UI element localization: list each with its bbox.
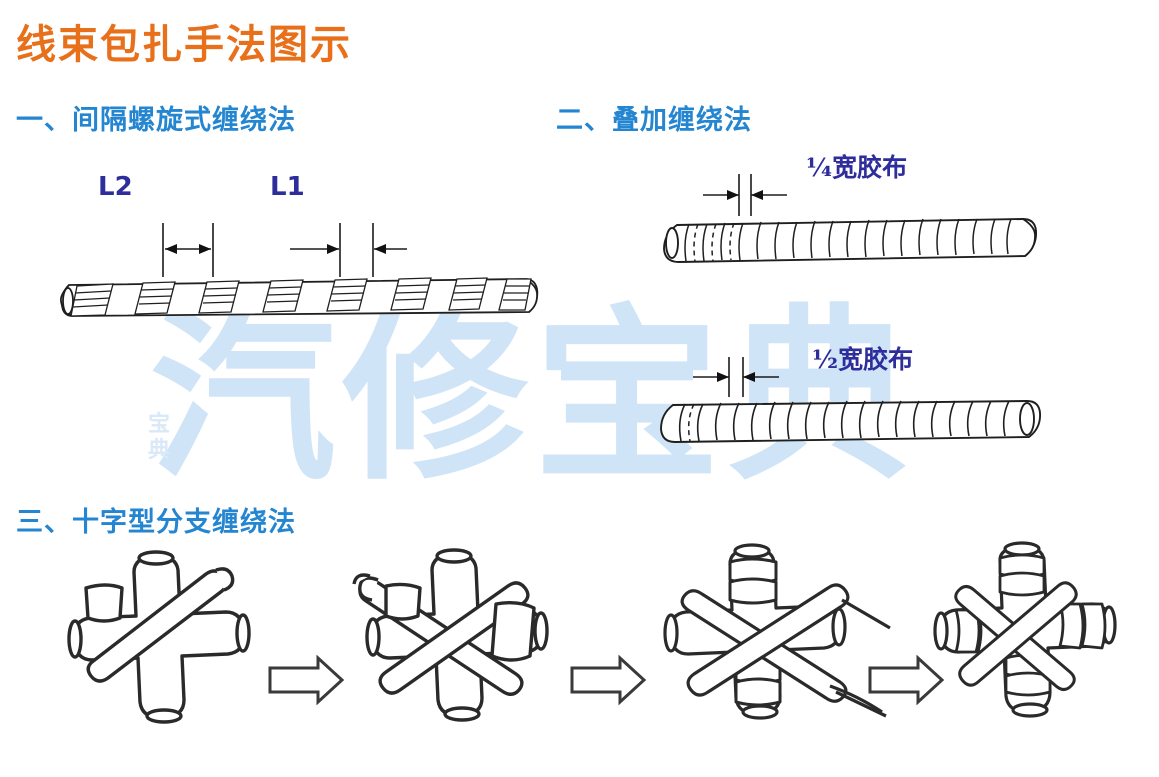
page-title: 线束包扎手法图示 [16,22,352,68]
tape-width-label-quarter: ¼宽胶布 [806,153,908,182]
dimension-label-l1: L1 [270,172,305,202]
step-arrow-1 [268,654,345,706]
section-heading-3: 三、十字型分支缠绕法 [16,507,296,538]
section-heading-1: 一、间隔螺旋式缠绕法 [16,105,296,136]
half-overlap-harness-illustration [660,357,1041,443]
section-heading-2: 二、叠加缠绕法 [556,105,752,136]
watermark-side-text: 宝典 [148,412,171,463]
quarter-overlap-harness-illustration [663,174,1037,263]
cross-branch-wrapping-steps [67,541,1117,724]
step-arrow-3 [868,654,945,706]
step-arrow-2 [570,654,647,706]
tape-width-label-half: ½宽胶布 [812,345,914,374]
dimension-label-l2: L2 [98,172,133,202]
spaced-spiral-harness-illustration [60,223,539,317]
